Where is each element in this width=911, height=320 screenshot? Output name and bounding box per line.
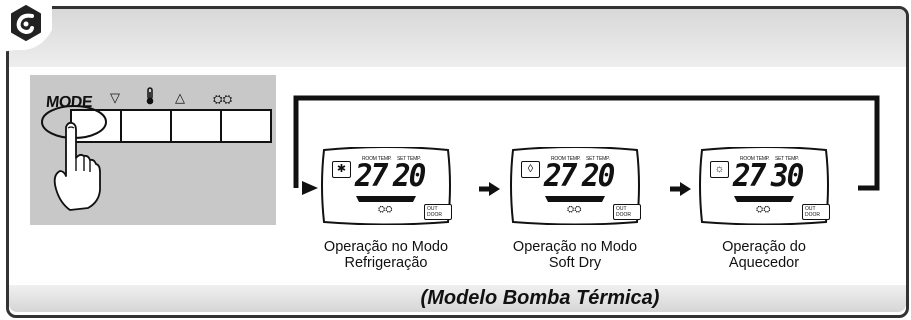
caption-line-1: Operação no Modo — [323, 239, 449, 255]
up-arrow-icon: △ — [175, 90, 185, 105]
lcd-display-cool: ✱ ROOM TEMP. SET TEMP. 27 20 L H ⛭⛭ OUT … — [320, 147, 452, 225]
fan-high-label: H — [408, 197, 414, 204]
room-temp-label: ROOM TEMP. — [740, 156, 770, 162]
figure-title: (Modelo Bomba Térmica) — [420, 287, 660, 309]
fan-high-label: H — [786, 197, 792, 204]
next-arrow-icon — [670, 182, 691, 196]
room-temp-value: 27 — [732, 158, 767, 194]
set-temp-label: SET TEMP. — [586, 156, 610, 162]
set-temp-label: SET TEMP. — [775, 156, 799, 162]
caption-cool: Operação no Modo Refrigeração — [296, 239, 476, 271]
fan-low-label: L — [363, 197, 368, 204]
logo-icon — [0, 0, 52, 52]
room-temp-value: 27 — [354, 158, 389, 194]
fan-icon: ⛭⛭ — [378, 204, 393, 214]
footer-band — [9, 285, 906, 312]
pressing-hand-icon — [41, 105, 107, 211]
set-temp-value: 20 — [392, 158, 427, 194]
droplet-icon: ◊ — [521, 161, 540, 178]
caption-line-1: Operação do — [722, 239, 806, 255]
fan-icon: ⛭⛭ — [756, 204, 771, 214]
figure-frame — [6, 6, 909, 318]
mode-button[interactable] — [72, 111, 122, 141]
fan-icon: ⛭⛭ — [567, 204, 582, 214]
fan-low-label: L — [552, 197, 557, 204]
room-temp-label: ROOM TEMP. — [551, 156, 581, 162]
caption-heat: Operação do Aquecedor — [674, 239, 854, 271]
fan-speed-icon: ⛭⛭ — [213, 92, 233, 106]
caption-line-2: Aquecedor — [728, 255, 800, 271]
caption-line-2: Soft Dry — [548, 255, 602, 271]
set-temp-label: SET TEMP. — [397, 156, 421, 162]
temp-down-button[interactable] — [122, 111, 172, 141]
next-arrow-icon — [479, 182, 500, 196]
sun-icon: ☼ — [710, 161, 729, 178]
remote-control-panel: MODE ▽ △ ⛭⛭ — [30, 75, 276, 225]
room-temp-value: 27 — [543, 158, 578, 194]
snowflake-icon: ✱ — [332, 161, 351, 178]
caption-dry: Operação no Modo Soft Dry — [485, 239, 665, 271]
thermometer-icon — [145, 87, 155, 108]
outdoor-badge: OUT DOOR — [613, 204, 641, 220]
fan-high-label: H — [597, 197, 603, 204]
caption-line-1: Operação no Modo — [512, 239, 638, 255]
temp-up-button[interactable] — [172, 111, 222, 141]
header-band — [9, 9, 906, 67]
set-temp-value: 20 — [581, 158, 616, 194]
lcd-display-dry: ◊ ROOM TEMP. SET TEMP. 27 20 L H ⛭⛭ OUT … — [509, 147, 641, 225]
fan-low-label: L — [741, 197, 746, 204]
caption-line-2: Refrigeração — [344, 255, 428, 271]
down-arrow-icon: ▽ — [110, 90, 120, 105]
lcd-display-heat: ☼ ROOM TEMP. SET TEMP. 27 30 L H ⛭⛭ OUT … — [698, 147, 830, 225]
outdoor-badge: OUT DOOR — [802, 204, 830, 220]
outdoor-badge: OUT DOOR — [424, 204, 452, 220]
set-temp-value: 30 — [770, 158, 805, 194]
room-temp-label: ROOM TEMP. — [362, 156, 392, 162]
